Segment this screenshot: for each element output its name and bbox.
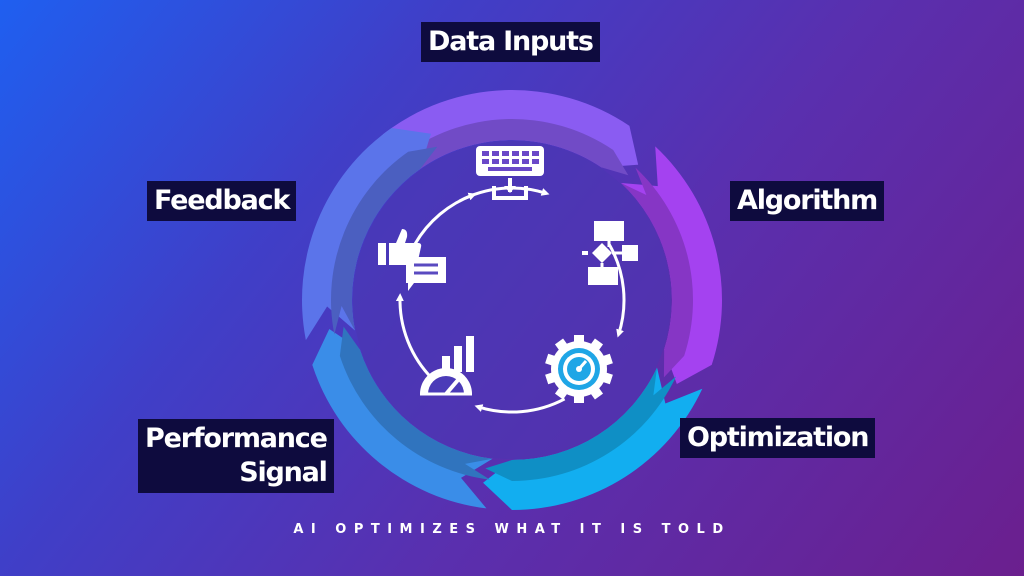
gauge-hub	[576, 366, 582, 372]
thumbs-up-chat-icon	[378, 229, 446, 291]
cycle-arrows	[395, 186, 626, 414]
speedometer-gear-icon	[545, 335, 613, 403]
label-algorithm: Algorithm	[730, 181, 885, 221]
gear-tooth	[574, 393, 584, 403]
ring-segment-inner-band	[485, 367, 677, 481]
ring-segment-inner-band	[621, 167, 693, 378]
label-performance-line2: Signal	[239, 457, 328, 488]
label-feedback: Feedback	[147, 181, 297, 221]
ring-segment-inner-band	[330, 146, 438, 335]
label-performance-signal: Performance Signal	[138, 419, 334, 493]
label-data-inputs: Data Inputs	[421, 22, 600, 62]
keyboard-input-icon	[476, 146, 544, 200]
footer-tagline: AI OPTIMIZES WHAT IT IS TOLD	[293, 522, 731, 537]
label-performance-line1: Performance	[145, 423, 328, 454]
flowchart-icon	[582, 221, 638, 285]
ring-segment-inner-band	[400, 119, 629, 176]
cycle-arrow	[395, 293, 434, 381]
performance-gauge-icon	[420, 336, 474, 396]
gear-tooth	[574, 335, 584, 345]
label-optimization: Optimization	[680, 418, 876, 458]
cycle-arrow	[413, 192, 477, 245]
ring-segment-inner-band	[339, 326, 493, 480]
cycle-arrow	[474, 397, 566, 414]
